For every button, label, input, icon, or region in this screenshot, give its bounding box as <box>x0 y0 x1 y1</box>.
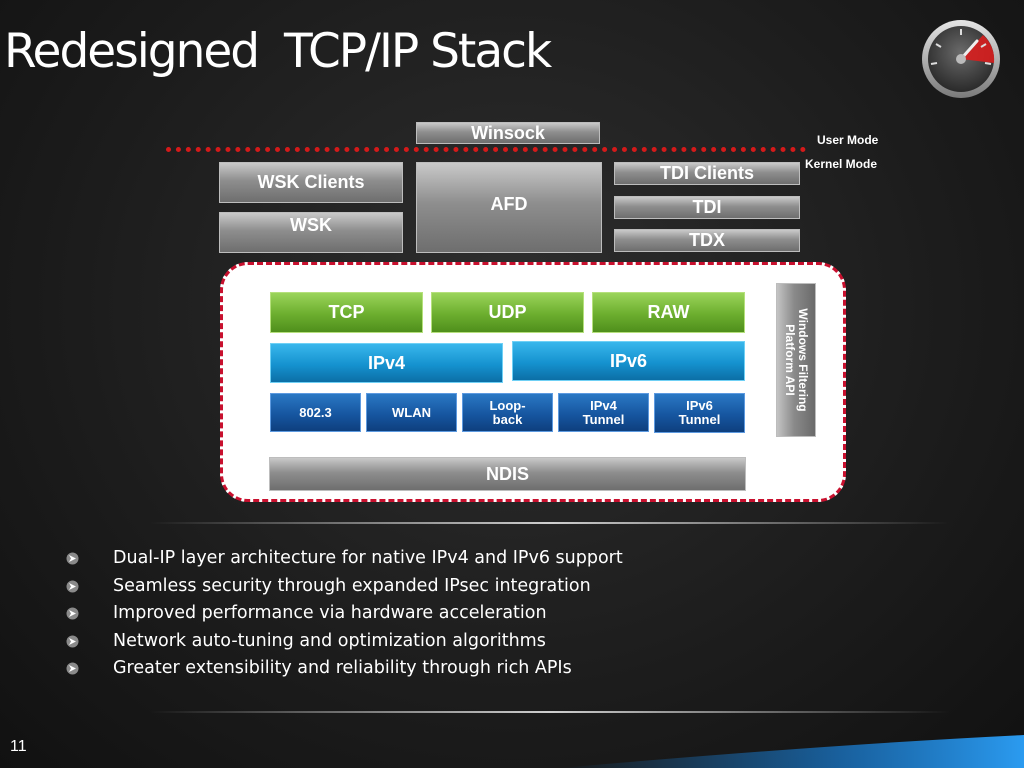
list-item-text: Seamless security through expanded IPsec… <box>113 575 591 596</box>
list-item: Network auto-tuning and optimization alg… <box>66 628 623 656</box>
arrow-bullet-icon <box>66 607 79 620</box>
list-item-text: Greater extensibility and reliability th… <box>113 658 572 678</box>
ipv4-tunnel-box: IPv4 Tunnel <box>558 393 649 432</box>
divider-top <box>150 522 950 524</box>
ipv4-box: IPv4 <box>270 343 503 383</box>
arrow-bullet-icon <box>66 635 79 647</box>
tdx-box: TDX <box>614 229 800 252</box>
ipv6-box: IPv6 <box>512 341 745 381</box>
wsk-clients-box: WSK Clients <box>219 162 403 203</box>
raw-box: RAW <box>592 292 745 333</box>
wsk-box: WSK <box>219 212 403 253</box>
list-item: Greater extensibility and reliability th… <box>66 655 623 683</box>
divider-bottom <box>150 711 950 713</box>
ndis-box: NDIS <box>269 457 746 491</box>
tcp-box: TCP <box>270 292 423 333</box>
wfp-api-label: Windows Filtering Platform API <box>783 308 811 412</box>
list-item-text: Network auto-tuning and optimization alg… <box>113 630 546 651</box>
wfp-api-box: Windows Filtering Platform API <box>776 283 816 437</box>
arrow-bullet-icon <box>66 662 79 675</box>
slide-title: Redesigned TCP/IP Stack <box>4 24 552 79</box>
afd-box: AFD <box>416 162 602 253</box>
winsock-box: Winsock <box>416 122 600 144</box>
list-item: Seamless security through expanded IPsec… <box>66 573 623 601</box>
wlan-box: WLAN <box>366 393 457 432</box>
arrow-bullet-icon <box>66 580 79 592</box>
speedometer-icon <box>922 20 1000 98</box>
loopback-box: Loop- back <box>462 393 553 432</box>
page-number: 11 <box>10 738 27 755</box>
user-kernel-boundary <box>166 147 806 152</box>
list-item-text: Dual-IP layer architecture for native IP… <box>113 548 623 568</box>
kernel-mode-label: Kernel Mode <box>805 157 878 171</box>
tdi-box: TDI <box>614 196 800 219</box>
tdi-clients-box: TDI Clients <box>614 162 800 185</box>
arrow-bullet-icon <box>66 552 79 565</box>
list-item: Dual-IP layer architecture for native IP… <box>66 545 623 573</box>
list-item-text: Improved performance via hardware accele… <box>113 603 547 623</box>
ethernet-802-3-box: 802.3 <box>270 393 361 432</box>
user-mode-label: User Mode <box>817 133 879 147</box>
udp-box: UDP <box>431 292 584 333</box>
feature-list: Dual-IP layer architecture for native IP… <box>66 545 623 683</box>
ipv6-tunnel-box: IPv6 Tunnel <box>654 393 745 433</box>
list-item: Improved performance via hardware accele… <box>66 600 623 628</box>
